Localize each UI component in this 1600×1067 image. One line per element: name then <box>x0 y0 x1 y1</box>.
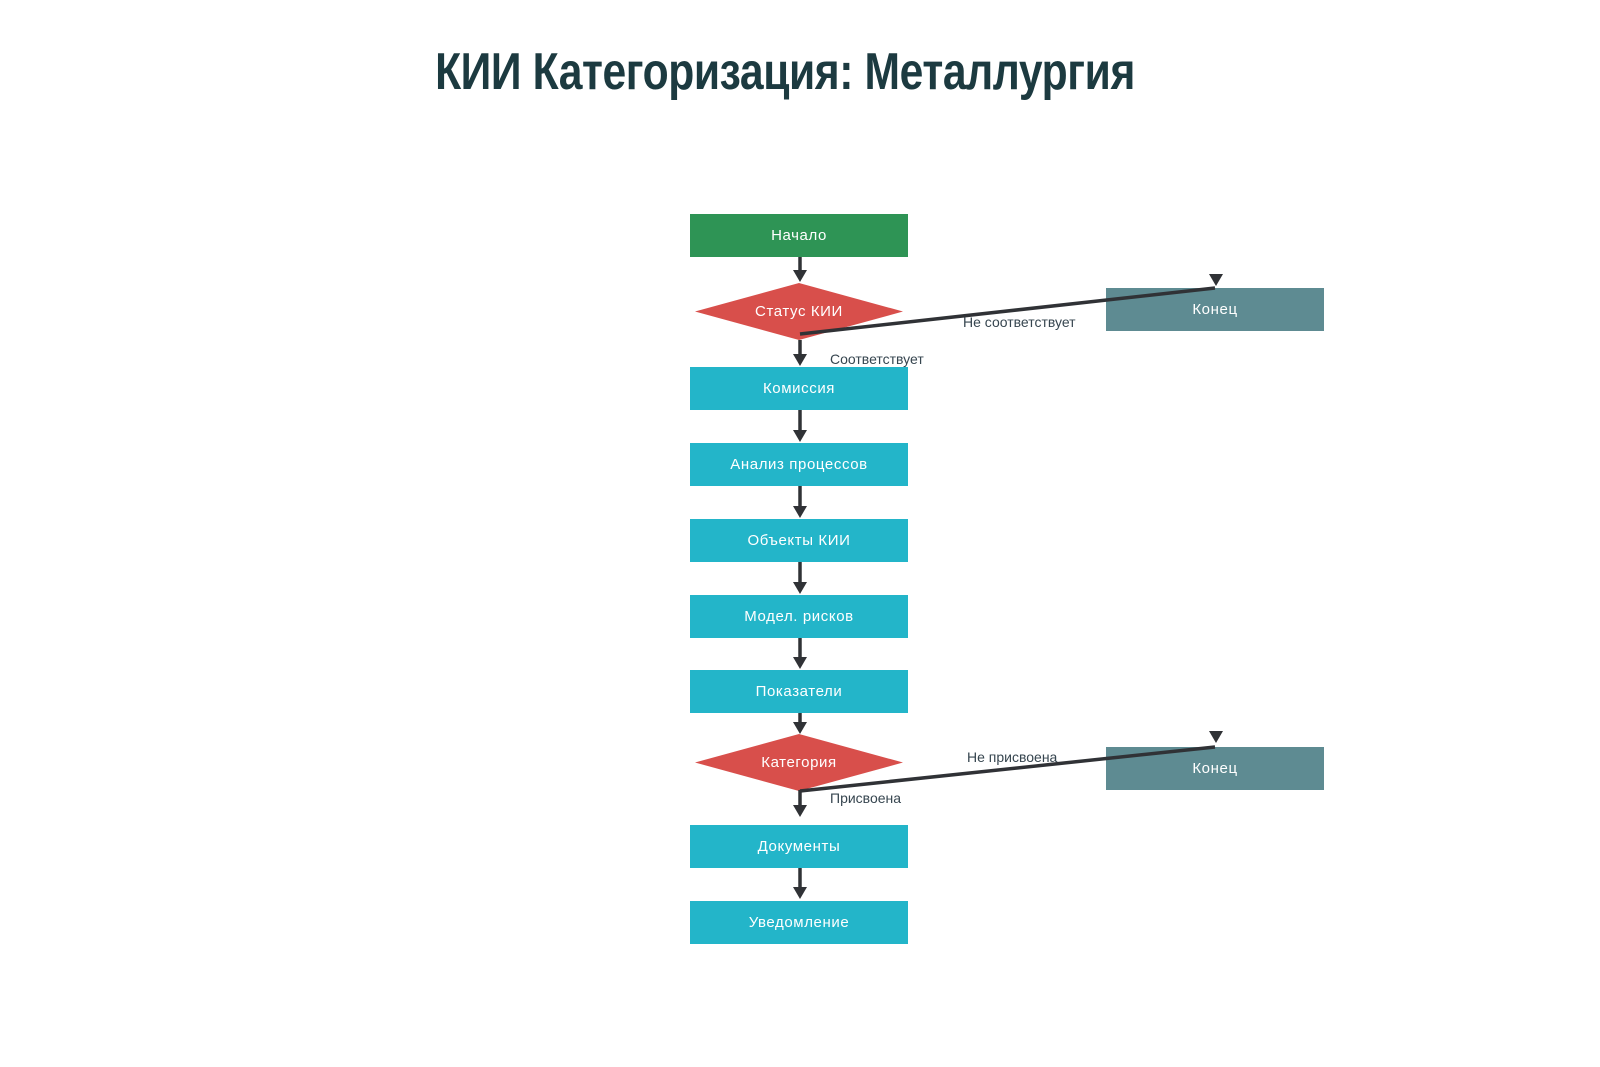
node-konec-2: Конец <box>1106 747 1324 790</box>
node-uvedomlenie-label: Уведомление <box>748 914 850 931</box>
node-model-riskov-label: Модел. рисков <box>744 608 854 625</box>
arrowhead-status-komissiya <box>793 354 807 366</box>
node-uvedomlenie: Уведомление <box>690 901 908 944</box>
node-pokazateli: Показатели <box>690 670 908 713</box>
node-komissiya-label: Комиссия <box>762 380 836 397</box>
node-konec-1-label: Конец <box>1192 301 1238 318</box>
node-kategoriya-label: Категория <box>761 754 837 771</box>
arrowhead-komissiya-analiz <box>793 430 807 442</box>
arrowhead-dokumenty-uvedomlenie <box>793 887 807 899</box>
node-model-riskov: Модел. рисков <box>690 595 908 638</box>
node-analiz-processov-label: Анализ процессов <box>730 456 868 473</box>
node-komissiya: Комиссия <box>690 367 908 410</box>
arrowhead-status-konec <box>1209 274 1223 286</box>
arrowhead-start-status <box>793 270 807 282</box>
node-obekty-kii: Объекты КИИ <box>690 519 908 562</box>
node-start: Начало <box>690 214 908 257</box>
edge-label-sootvetstvuet: Соответствует <box>830 351 924 367</box>
node-kategoriya: Категория <box>695 734 903 791</box>
node-konec-1: Конец <box>1106 288 1324 331</box>
node-status-kii: Статус КИИ <box>695 283 903 340</box>
arrowhead-analiz-obekty <box>793 506 807 518</box>
arrowhead-model-pokazateli <box>793 657 807 669</box>
node-dokumenty-label: Документы <box>757 838 841 855</box>
node-dokumenty: Документы <box>690 825 908 868</box>
node-konec-2-label: Конец <box>1192 760 1238 777</box>
arrowhead-kategoriya-konec <box>1209 731 1223 743</box>
node-analiz-processov: Анализ процессов <box>690 443 908 486</box>
arrowhead-obekty-model <box>793 582 807 594</box>
edge-label-ne-prisvoena: Не присвоена <box>967 749 1058 765</box>
arrowhead-kategoriya-dokumenty <box>793 805 807 817</box>
edge-label-ne-sootvetstvuet: Не соответствует <box>963 314 1076 330</box>
edge-label-prisvoena: Присвоена <box>830 790 902 806</box>
node-obekty-kii-label: Объекты КИИ <box>747 532 851 549</box>
arrowhead-pokazateli-kategoriya <box>793 722 807 734</box>
node-status-kii-label: Статус КИИ <box>755 303 843 320</box>
node-start-label: Начало <box>771 227 827 244</box>
diagram-title: КИИ Категоризация: Металлургия <box>435 43 1135 101</box>
node-pokazateli-label: Показатели <box>755 683 843 700</box>
